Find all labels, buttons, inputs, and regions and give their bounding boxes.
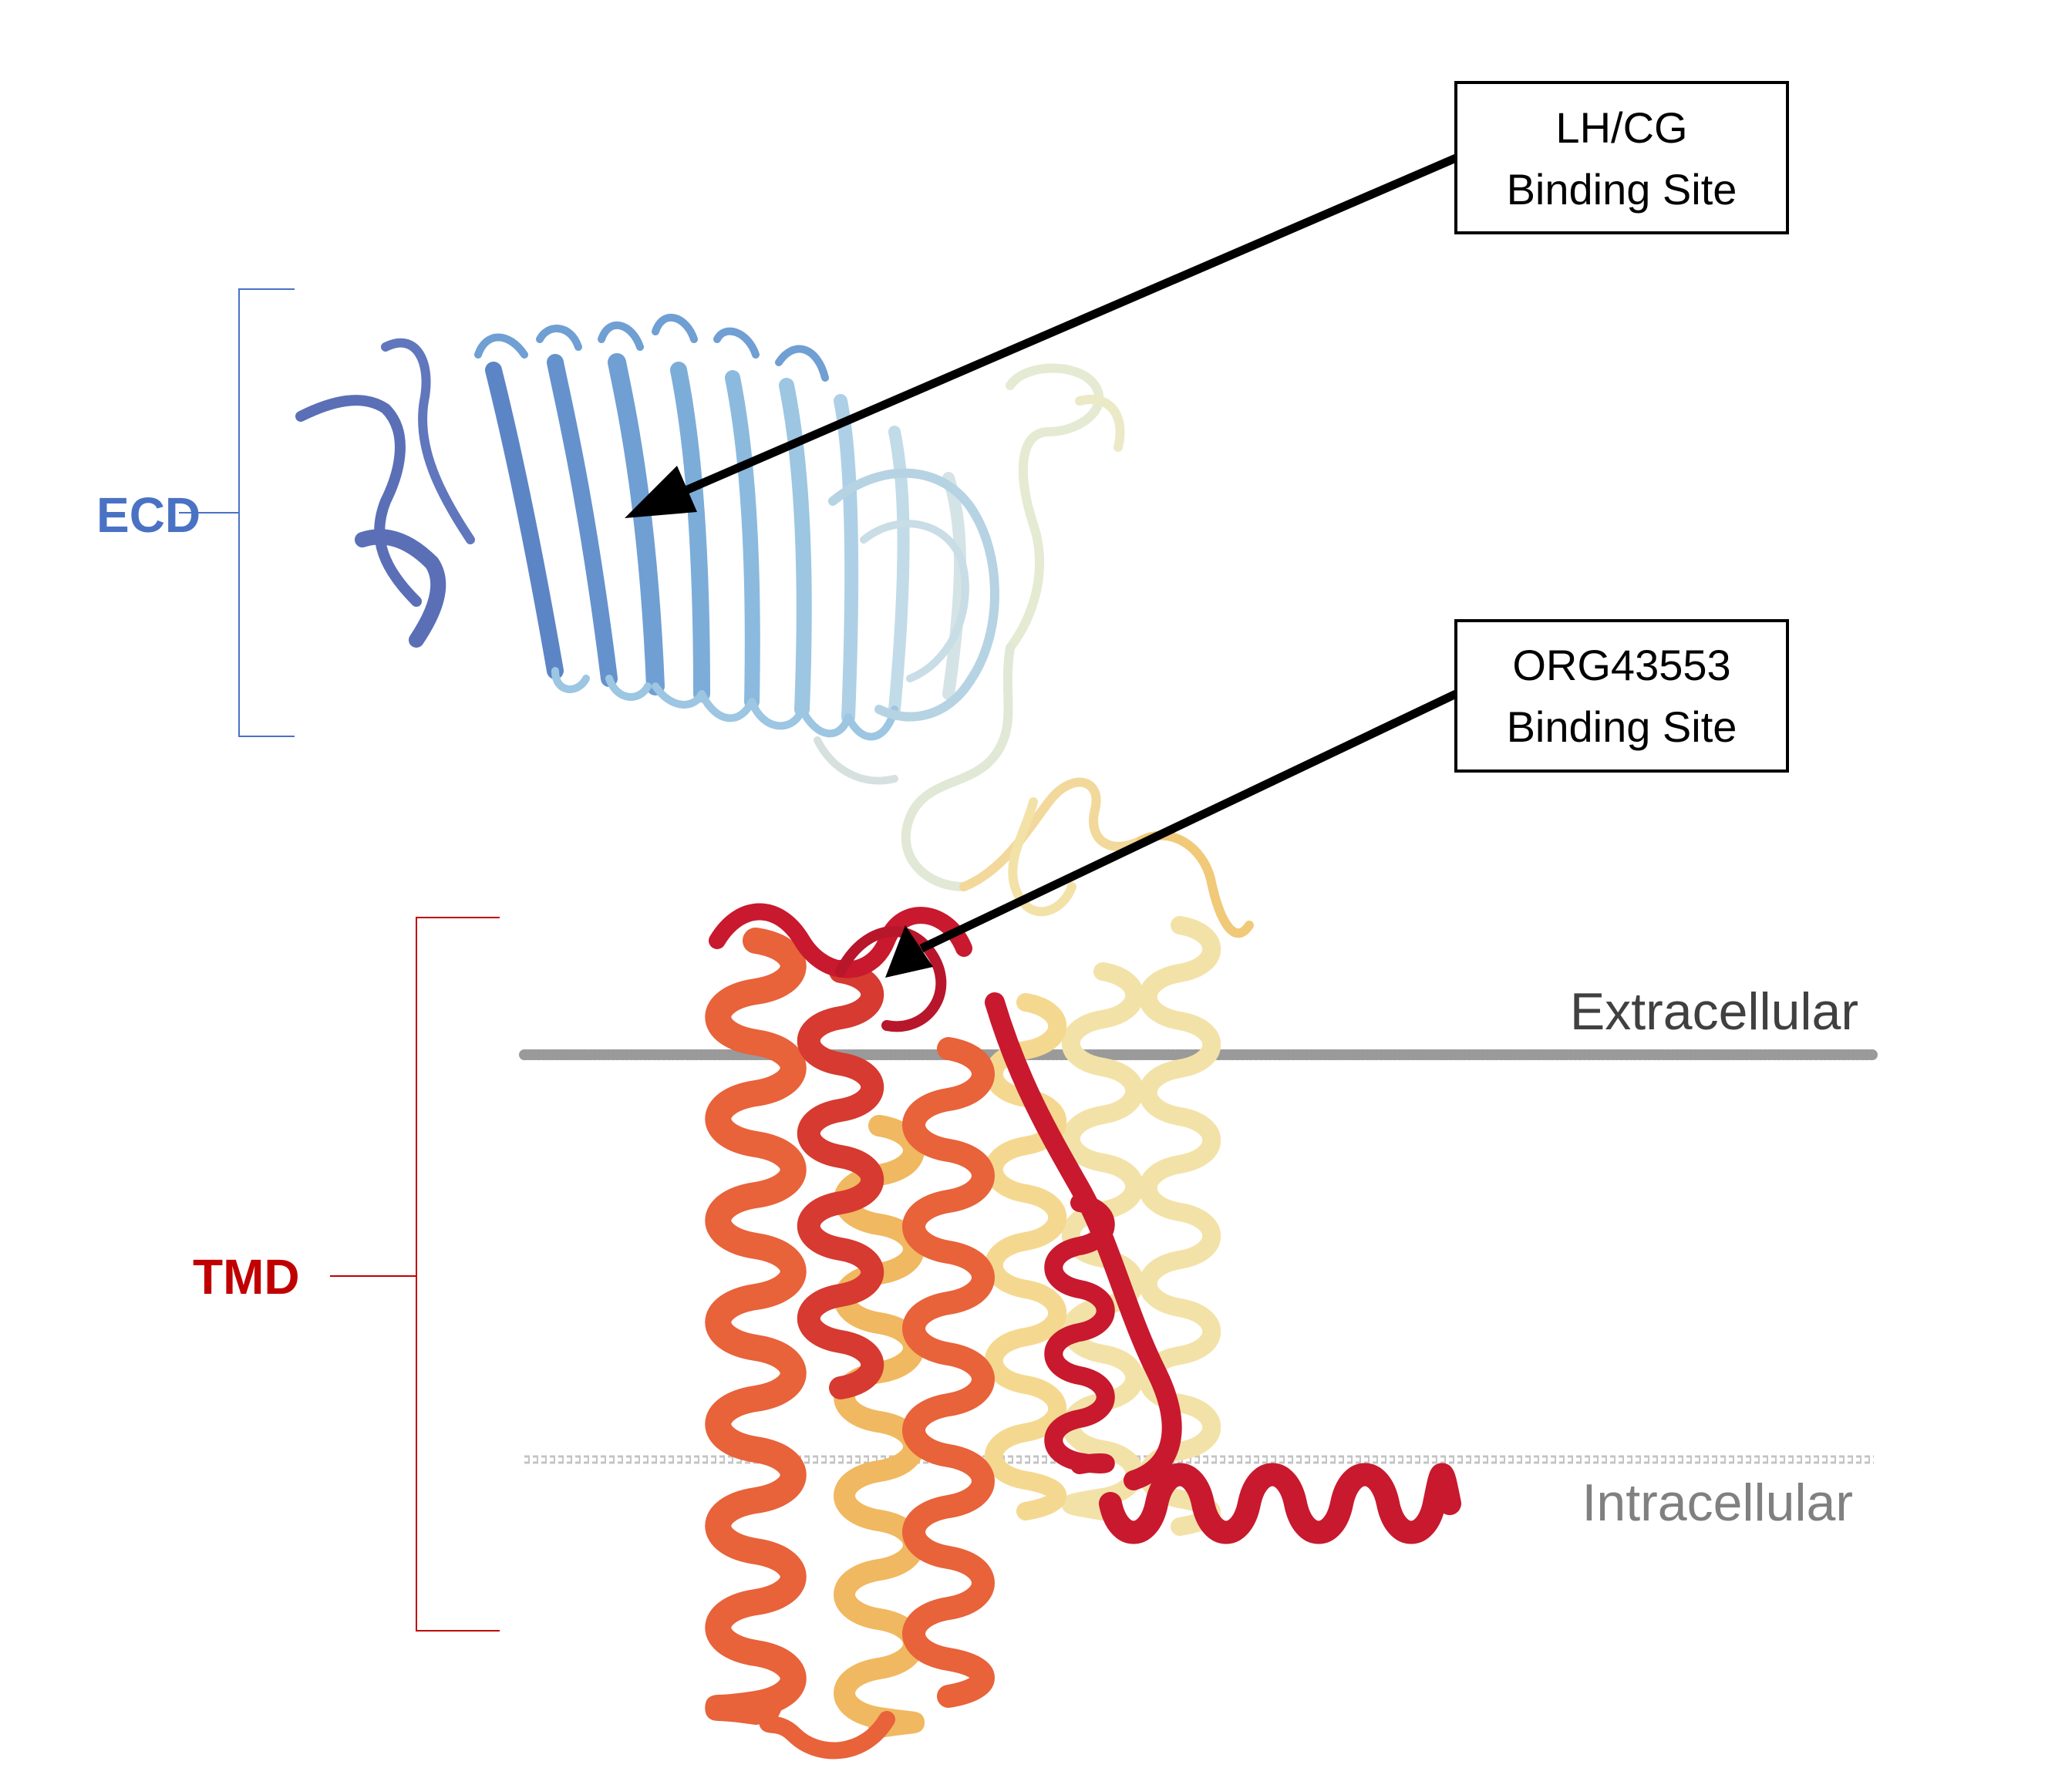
org-callout-line2: Binding Site <box>1507 702 1737 751</box>
lhcg-arrow <box>625 153 1458 518</box>
lhcg-callout-line2: Binding Site <box>1507 165 1737 214</box>
tm-helix-3 <box>902 1037 995 1708</box>
tmd-label: TMD <box>193 1249 300 1305</box>
ecd-ribbon-structure <box>295 313 1125 891</box>
org-callout-line1: ORG43553 <box>1512 641 1730 689</box>
ecd-bracket <box>179 288 295 737</box>
ecd-label: ECD <box>96 487 200 543</box>
tm-helix-2 <box>797 960 884 1399</box>
tm-helix-1 <box>705 928 807 1725</box>
tm-helix-5 <box>984 993 1067 1520</box>
hinge-ribbon <box>959 777 1254 938</box>
lhcg-callout-line1: LH/CG <box>1555 103 1687 152</box>
ecl-loop-2 <box>835 926 947 1032</box>
tm-helix-7 <box>1138 916 1221 1536</box>
helix-8 <box>1099 1463 1461 1544</box>
org-arrow <box>885 690 1458 978</box>
org-callout: ORG43553 Binding Site <box>1454 619 1789 773</box>
icl-loop-bottom <box>759 1688 895 1759</box>
lhcg-callout: LH/CG Binding Site <box>1454 81 1789 234</box>
extracellular-label: Extracellular <box>1570 982 1858 1041</box>
tmd-ribbon-structure <box>705 903 1461 1759</box>
tm-helix-7b <box>1044 1194 1115 1474</box>
tm-red-loop <box>985 992 1182 1490</box>
tmd-bracket <box>330 917 500 1632</box>
intracellular-label: Intracellular <box>1582 1473 1854 1532</box>
